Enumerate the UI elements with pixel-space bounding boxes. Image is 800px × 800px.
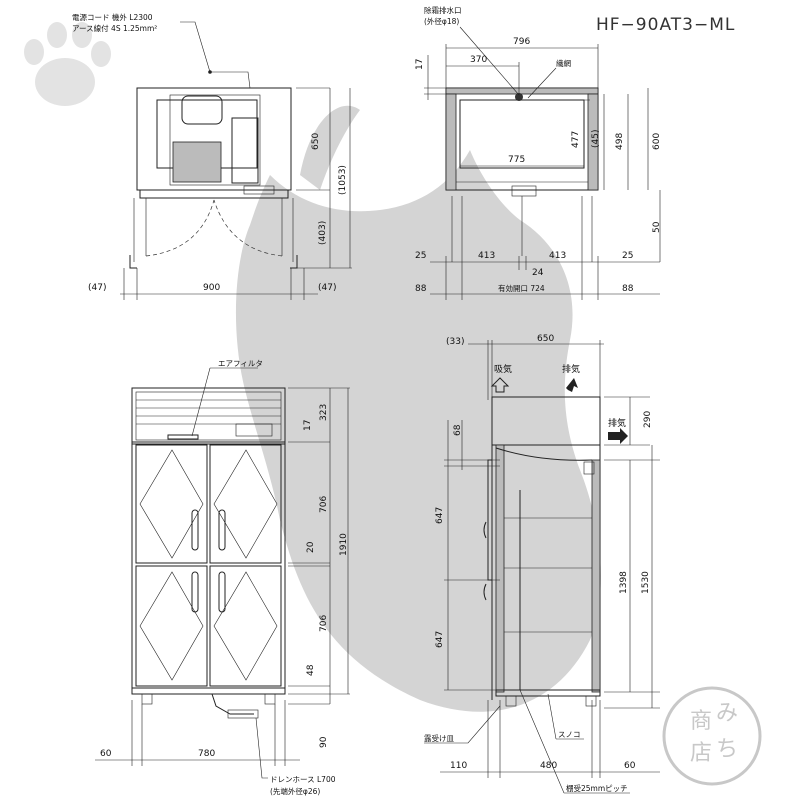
dim-1530: 1530 [641, 571, 651, 594]
dew-tray-label: 露受け皿 [424, 733, 454, 743]
watermark: 商 み 店 ち [24, 22, 762, 786]
dim-370: 370 [470, 55, 487, 65]
dim-413-left: 413 [478, 251, 495, 261]
dim-900: 900 [203, 283, 220, 293]
drain-outlet-note: 除霜排水口 [424, 5, 462, 15]
dim-110: 110 [450, 761, 467, 771]
dim-50: 50 [652, 221, 662, 233]
dim-650-top: 650 [311, 133, 321, 150]
dim-477: 477 [571, 131, 581, 148]
exhaust-side-arrow [608, 428, 628, 444]
dim-647-top: 647 [435, 507, 445, 524]
dim-25-right: 25 [622, 251, 633, 261]
intake-label: 吸気 [494, 363, 512, 375]
top-view: 電源コード 機外 L2300 アース線付 4S 1.25mm² 650 (105… [72, 12, 352, 300]
shelf-pitch-label: 棚受25mmピッチ [566, 783, 628, 793]
dim-480: 480 [540, 761, 557, 771]
shop-stamp: 商 み 店 ち [662, 686, 762, 786]
front-view: エアフィルタ 323 17 706 20 1910 706 48 90 60 7… [95, 359, 350, 796]
dim-47-right: (47) [318, 283, 336, 293]
dim-780: 780 [198, 749, 215, 759]
drain-outlet-diameter: (外径φ18) [424, 16, 459, 26]
dim-68: 68 [453, 424, 463, 436]
air-filter-label: エアフィルタ [218, 359, 263, 368]
dim-24: 24 [532, 268, 544, 278]
dim-498: 498 [615, 133, 625, 150]
side-view: 吸気 排気 排気 (33) 650 290 1398 1530 68 647 6… [424, 334, 660, 794]
intake-arrow [490, 377, 510, 393]
dim-45: (45) [591, 130, 601, 148]
dim-1910: 1910 [339, 533, 349, 556]
exhaust-top-label: 排気 [562, 363, 580, 375]
dim-323: 323 [319, 404, 329, 421]
dim-413-right: 413 [549, 251, 566, 261]
effective-opening: 有効開口 724 [498, 283, 545, 293]
svg-text:ち: ち [716, 737, 738, 762]
dim-48: 48 [306, 664, 316, 676]
svg-text:商: 商 [690, 709, 712, 734]
dim-1053: (1053) [338, 165, 348, 195]
dim-90: 90 [319, 736, 329, 748]
dim-33: (33) [446, 337, 464, 347]
dim-796: 796 [513, 37, 530, 47]
paw-logo [24, 22, 111, 106]
dim-775: 775 [508, 155, 525, 165]
dim-647-bottom: 647 [435, 631, 445, 648]
dim-25-left: 25 [415, 251, 426, 261]
dim-17: 17 [415, 59, 425, 70]
dim-706-top: 706 [319, 496, 329, 513]
exhaust-side-label: 排気 [608, 417, 626, 429]
dim-290: 290 [643, 411, 653, 428]
earth-wire-note: アース線付 4S 1.25mm² [72, 23, 157, 33]
interior-plan-view: 除霜排水口 (外径φ18) 繊網 796 370 17 477 (45) 498… [415, 5, 662, 300]
dim-60-front: 60 [100, 749, 112, 759]
dim-88-right: 88 [622, 284, 634, 294]
dim-20: 20 [306, 541, 316, 553]
dim-47-left: (47) [88, 283, 106, 293]
sunoko-label: スノコ [558, 730, 581, 739]
dim-88-left: 88 [415, 284, 427, 294]
dim-60-side: 60 [624, 761, 636, 771]
cat-silhouette [235, 150, 601, 712]
mesh-label: 繊網 [556, 58, 571, 68]
power-cord-note: 電源コード 機外 L2300 [72, 12, 153, 22]
drain-hose-label: ドレンホース L700 [270, 775, 336, 784]
dim-17-front: 17 [303, 420, 313, 431]
dim-403: (403) [318, 221, 328, 245]
dim-600: 600 [652, 133, 662, 150]
svg-text:み: み [716, 701, 738, 726]
svg-text:店: 店 [690, 741, 712, 766]
dim-1398: 1398 [619, 571, 629, 594]
drain-hose-diameter: (先端外径φ26) [270, 786, 320, 796]
dim-650-side: 650 [537, 334, 554, 344]
dim-706-bottom: 706 [319, 615, 329, 632]
model-title: HF−90AT3−ML [596, 15, 735, 35]
exhaust-top-arrow [566, 378, 578, 392]
